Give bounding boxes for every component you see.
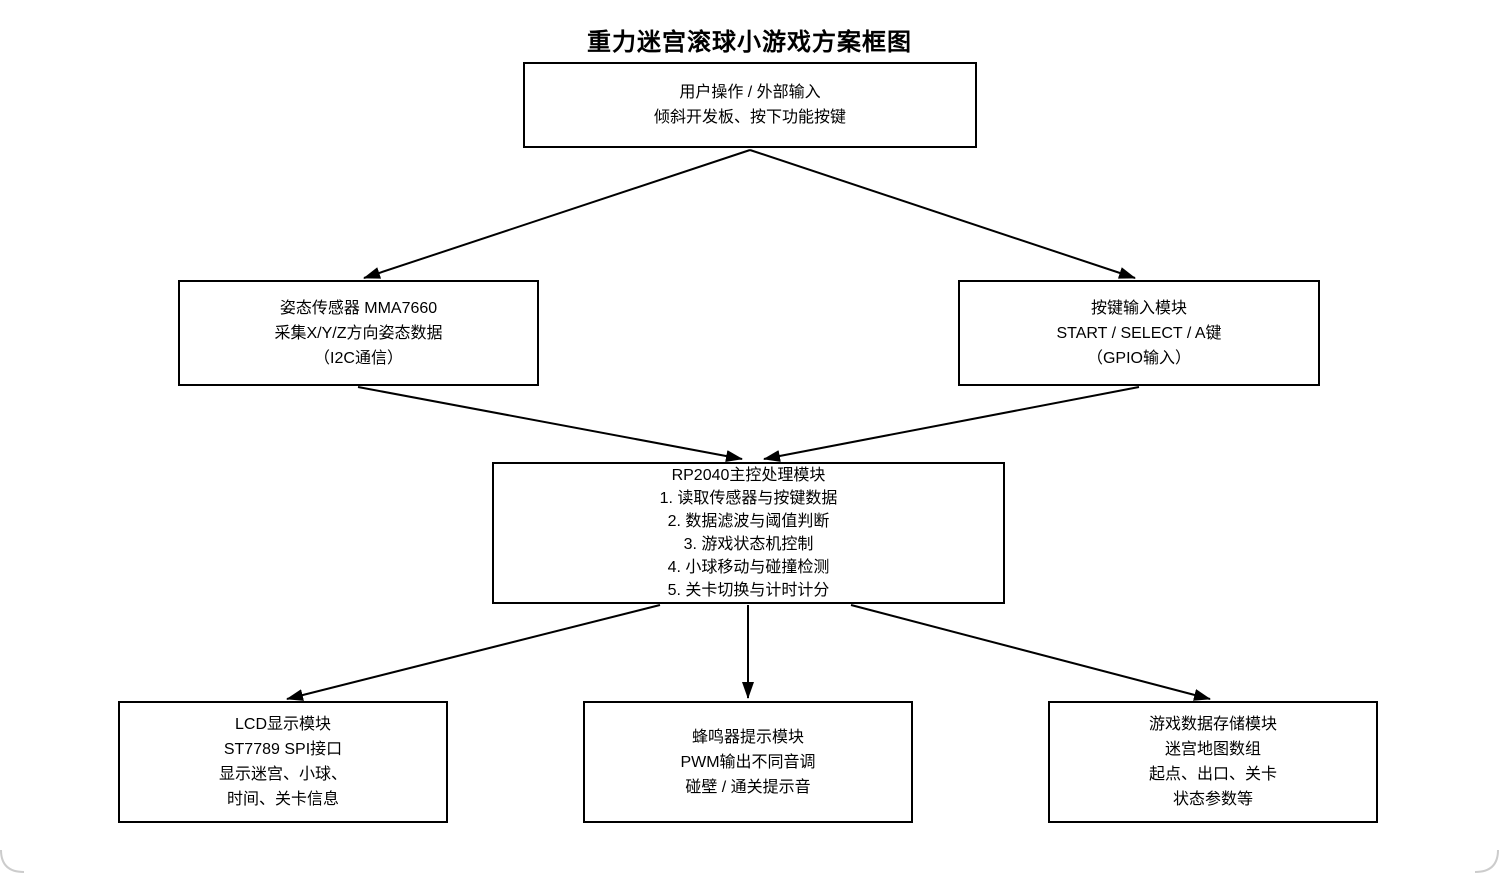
node-text-line: 起点、出口、关卡 <box>1148 766 1277 783</box>
node-text-line: 用户操作 / 外部输入 <box>679 84 821 101</box>
node-text-line: 1. 读取传感器与按键数据 <box>659 490 838 507</box>
edge-mcu-to-storage <box>850 604 1211 701</box>
node-text-line: 时间、关卡信息 <box>226 791 339 808</box>
node-text-line: 迷宫地图数组 <box>1164 741 1261 758</box>
edge-input-to-sensor <box>363 149 751 279</box>
node-attitude-sensor: 姿态传感器 MMA7660 采集X/Y/Z方向姿态数据 （I2C通信） <box>178 280 539 386</box>
node-text-line: PWM输出不同音调 <box>680 753 816 771</box>
node-text-line: 2. 数据滤波与阈值判断 <box>667 513 830 530</box>
frame-corner-bottom-left <box>0 849 25 873</box>
node-text-line: 碰壁 / 通关提示音 <box>685 778 811 796</box>
node-text-line: 状态参数等 <box>1172 791 1253 808</box>
node-buzzer-alert: 蜂鸣器提示模块 PWM输出不同音调 碰壁 / 通关提示音 <box>583 701 913 823</box>
node-text-line: 显示迷宫、小球、 <box>218 766 347 783</box>
node-text-line: ST7789 SPI接口 <box>223 741 343 758</box>
node-text-line: （GPIO输入） <box>1086 349 1191 367</box>
edge-sensor-to-mcu <box>357 386 743 462</box>
node-user-input: 用户操作 / 外部输入 倾斜开发板、按下功能按键 <box>523 62 977 148</box>
frame-corner-bottom-right <box>1474 849 1499 873</box>
node-text-line: 姿态传感器 MMA7660 <box>279 299 438 317</box>
node-text-line: 采集X/Y/Z方向姿态数据 <box>274 324 443 342</box>
node-button-input: 按键输入模块 START / SELECT / A键 （GPIO输入） <box>958 280 1320 386</box>
node-text-line: 蜂鸣器提示模块 <box>691 728 804 746</box>
node-text-line: 游戏数据存储模块 <box>1148 716 1277 733</box>
edge-mcu-to-lcd <box>286 604 661 701</box>
node-lcd-display: LCD显示模块 ST7789 SPI接口 显示迷宫、小球、 时间、关卡信息 <box>118 701 448 823</box>
diagram-title: 重力迷宫滚球小游戏方案框图 <box>587 30 912 56</box>
node-text-line: LCD显示模块 <box>234 716 331 733</box>
node-text-line: RP2040主控处理模块 <box>671 467 826 484</box>
node-text-line: START / SELECT / A键 <box>1056 324 1222 342</box>
edge-input-to-buttons <box>749 149 1136 279</box>
node-mcu-main-controller: RP2040主控处理模块 1. 读取传感器与按键数据 2. 数据滤波与阈值判断 … <box>492 462 1005 604</box>
node-text-line: 5. 关卡切换与计时计分 <box>667 582 830 599</box>
node-text-line: （I2C通信） <box>314 349 403 367</box>
node-text-line: 3. 游戏状态机控制 <box>683 536 814 553</box>
node-text-line: 按键输入模块 <box>1090 299 1187 317</box>
node-text-line: 4. 小球移动与碰撞检测 <box>667 559 830 576</box>
edge-buttons-to-mcu <box>763 386 1140 462</box>
node-text-line: 倾斜开发板、按下功能按键 <box>653 109 846 126</box>
node-game-data-storage: 游戏数据存储模块 迷宫地图数组 起点、出口、关卡 状态参数等 <box>1048 701 1378 823</box>
